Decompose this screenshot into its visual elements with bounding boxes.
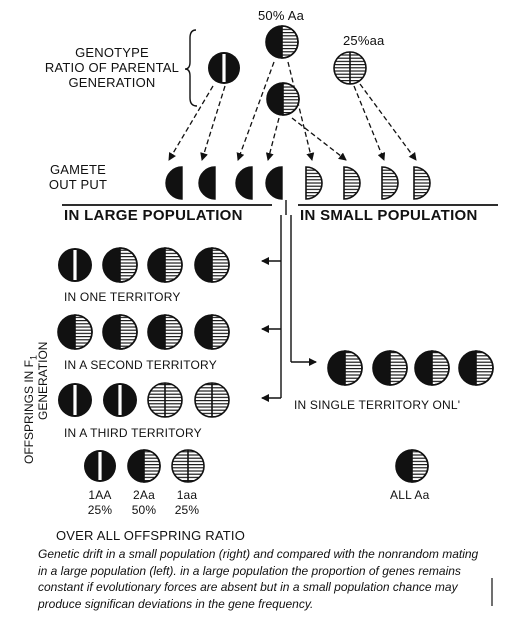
all-heterozygous-label: ALL Aa [390,488,430,502]
gamete-a [305,166,323,200]
territory-one-label: IN ONE TERRITORY [64,290,181,304]
gamete-A [198,166,216,200]
parent-genotype-aa [333,51,367,85]
genotype-bracket [184,29,198,107]
offspring-AA [58,248,92,282]
gamete-a [381,166,399,200]
parent-genotype-Aa [265,25,299,59]
offspring-Aa [147,247,183,283]
parent-to-gamete-arrows [168,61,417,161]
parent-genotype-AA [208,52,240,84]
large-population-heading: IN LARGE POPULATION [64,207,243,224]
het-percent-label: 50% Aa [258,8,305,23]
offspring-AA [58,383,92,417]
offspring-Aa [102,314,138,350]
overall-offspring-ratio-label: OVER ALL OFFSPRING RATIO [56,528,246,543]
small-offspring-Aa [414,350,450,386]
gamete-A [235,166,253,200]
offspring-AA [103,383,137,417]
single-territory-label: IN SINGLE TERRITORY ONL' [294,398,461,412]
offspring-Aa [57,314,93,350]
distribution-lines [261,200,317,402]
ratio-circle-Aa [127,449,161,483]
territory-three-label: IN A THIRD TERRITORY [64,426,202,440]
rec-percent-label: 25%aa [343,33,385,48]
ratio-recessive-homozygous: 1aa 25% [174,488,200,517]
small-offspring-Aa [458,350,494,386]
small-offspring-Aa [327,350,363,386]
figure-caption: Genetic drift in a small population (rig… [38,547,479,611]
gamete-A [165,166,183,200]
offspring-aa [147,382,183,418]
offspring-Aa [102,247,138,283]
gamete-A [265,166,283,200]
territory-two-label: IN A SECOND TERRITORY [64,358,217,372]
offspring-generation-label-2: GENERATION [36,341,50,420]
small-population-heading: IN SMALL POPULATION [300,207,478,224]
offspring-Aa [147,314,183,350]
ratio-circle-aa [171,449,205,483]
genotype-ratio-label: GENOTYPE RATIO OF PARENTAL GENERATION [44,45,180,90]
offspring-aa [194,382,230,418]
ratio-dominant-homozygous: 1AA 25% [87,488,113,517]
offspring-Aa [194,314,230,350]
offspring-Aa [194,247,230,283]
parent-genotype-Aa [266,82,300,116]
gamete-output-label: GAMETE OUT PUT [48,162,108,192]
gamete-a [413,166,431,200]
gamete-a [343,166,361,200]
ratio-heterozygous: 2Aa 50% [131,488,157,517]
ratio-circle-AA [84,450,116,482]
small-ratio-circle-Aa [395,449,429,483]
small-offspring-Aa [372,350,408,386]
